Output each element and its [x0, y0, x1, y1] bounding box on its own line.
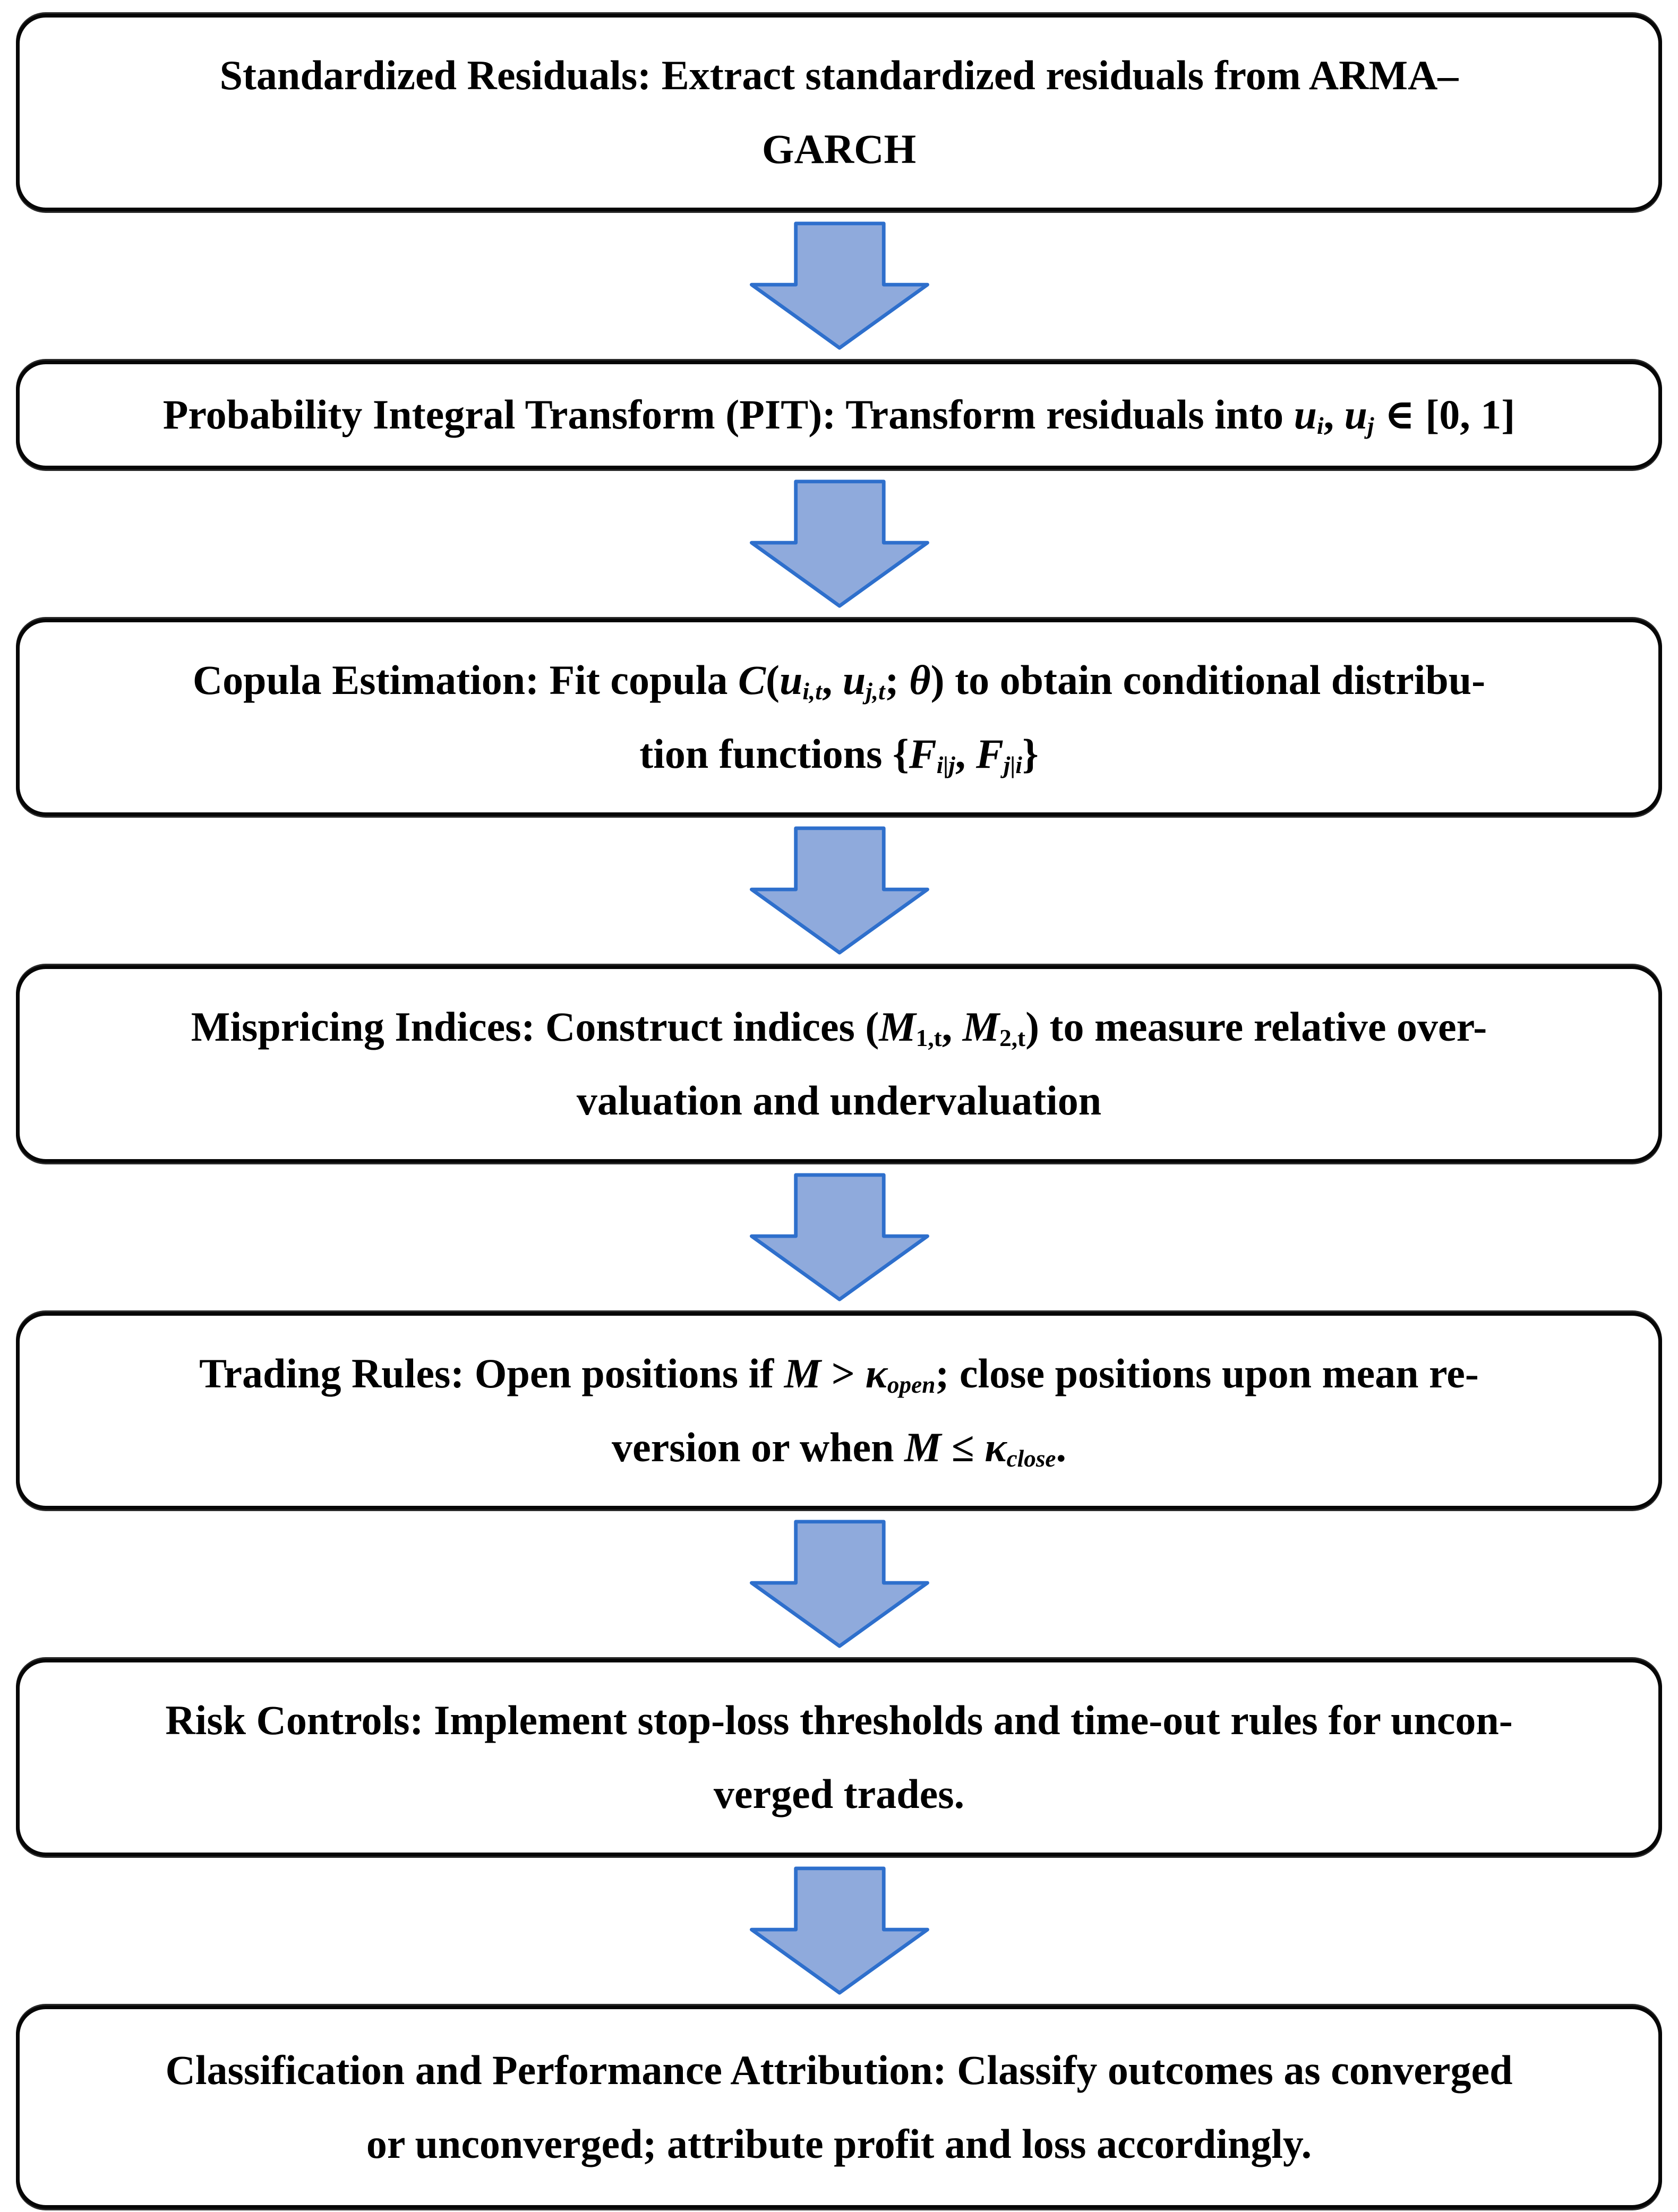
down-arrow-icon [749, 826, 929, 955]
down-arrow-icon [749, 221, 929, 350]
down-arrow-icon [749, 1866, 929, 1995]
step-text-line: version or when M ≤ κclose. [611, 1424, 1067, 1472]
step-text-line: Copula Estimation: Fit copula C(ui,t, uj… [192, 657, 1486, 705]
step-text-line: Risk Controls: Implement stop-loss thres… [165, 1697, 1513, 1744]
step-box-probability-integral-transform: Probability Integral Transform (PIT): Tr… [16, 361, 1662, 469]
down-arrow-icon [749, 1173, 929, 1301]
step-box-classification-performance-attribution: Classification and Performance Attributi… [16, 2005, 1662, 2209]
step-text-line: Mispricing Indices: Construct indices (M… [191, 1004, 1487, 1052]
step-text-line: valuation and undervaluation [576, 1077, 1102, 1124]
step-box-standardized-residuals: Standardized Residuals: Extract standard… [16, 14, 1662, 211]
step-text-line: Classification and Performance Attributi… [165, 2046, 1513, 2093]
step-box-risk-controls: Risk Controls: Implement stop-loss thres… [16, 1659, 1662, 1856]
step-text-line: GARCH [761, 126, 917, 172]
step-text-line: Probability Integral Transform (PIT): Tr… [162, 391, 1516, 440]
step-text-line: tion functions {Fi|j, Fj|i} [639, 731, 1039, 778]
step-text-line: verged trades. [713, 1771, 965, 1817]
step-box-trading-rules: Trading Rules: Open positions if M > κop… [16, 1312, 1662, 1510]
step-box-mispricing-indices: Mispricing Indices: Construct indices (M… [16, 965, 1662, 1163]
down-arrow-icon [749, 479, 929, 608]
step-text-line: or unconverged; attribute profit and los… [366, 2120, 1312, 2167]
step-text-line: Standardized Residuals: Extract standard… [219, 52, 1459, 99]
step-box-copula-estimation: Copula Estimation: Fit copula C(ui,t, uj… [16, 619, 1662, 816]
down-arrow-icon [749, 1520, 929, 1648]
step-text-line: Trading Rules: Open positions if M > κop… [199, 1350, 1479, 1399]
